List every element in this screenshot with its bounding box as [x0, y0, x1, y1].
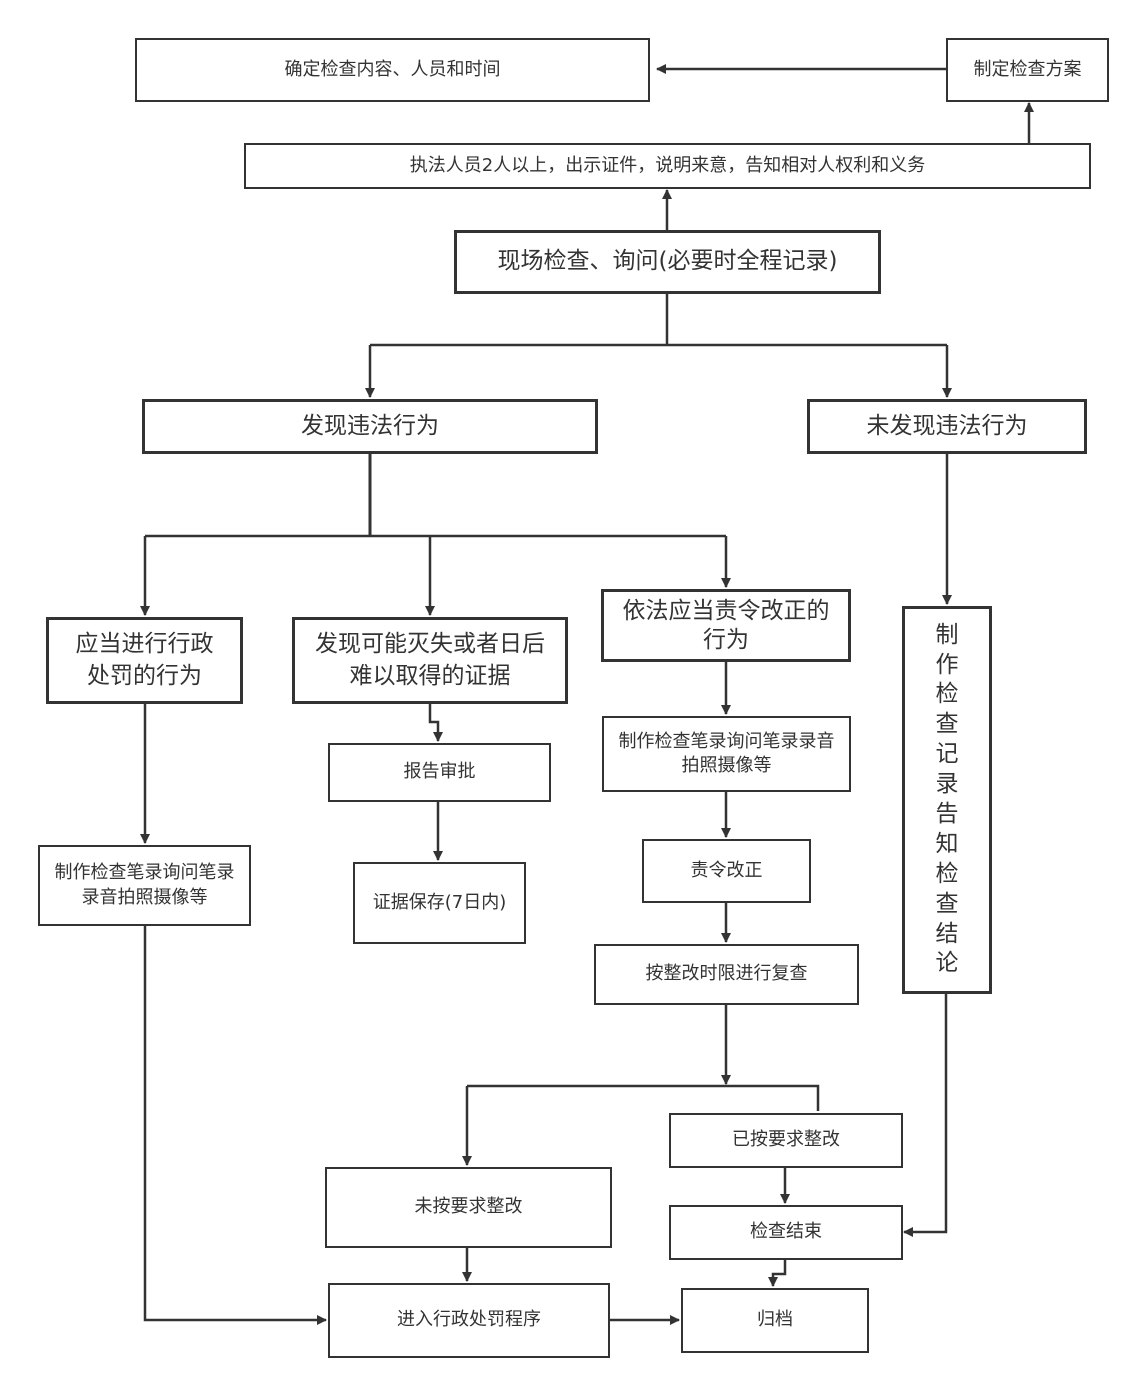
node-no-violation: 未发现违法行为 [807, 399, 1087, 454]
node-report-approval: 报告审批 [328, 743, 551, 802]
node-two-officers: 执法人员2人以上，出示证件，说明来意，告知相对人权利和义务 [244, 143, 1091, 189]
node-corrected: 已按要求整改 [669, 1113, 903, 1168]
arrow-record-to-penalty [143, 925, 327, 1325]
node-violation-found: 发现违法行为 [142, 399, 598, 454]
node-determine-content: 确定检查内容、人员和时间 [135, 38, 650, 102]
arrow-end-to-archive [768, 1259, 787, 1287]
node-record-left: 制作检查笔录询问笔录录音拍照摄像等 [38, 845, 251, 926]
line-recheck-horizontal [467, 1084, 820, 1111]
node-inspection-end: 检查结束 [669, 1205, 903, 1260]
node-make-plan: 制定检查方案 [946, 38, 1109, 102]
node-archive: 归档 [681, 1288, 869, 1353]
node-make-record-conclusion: 制作检查记录告知检查结论 [902, 606, 992, 994]
node-recheck: 按整改时限进行复查 [594, 944, 859, 1005]
node-onsite-inspection: 现场检查、询问(必要时全程记录) [454, 230, 881, 294]
node-penalty-procedure: 进入行政处罚程序 [328, 1283, 610, 1358]
arrow-conclusion-to-end [903, 993, 948, 1237]
node-record-middle: 制作检查笔录询问笔录录音拍照摄像等 [602, 716, 851, 792]
arrow-evidence-to-report [428, 703, 443, 742]
node-evidence-risk: 发现可能灭失或者日后难以取得的证据 [292, 617, 568, 704]
node-not-corrected: 未按要求整改 [325, 1167, 612, 1248]
node-should-correct: 依法应当责令改正的行为 [601, 589, 851, 662]
node-order-correction: 责令改正 [642, 839, 811, 903]
node-should-penalize: 应当进行行政处罚的行为 [46, 617, 243, 704]
node-evidence-preservation: 证据保存(7日内) [353, 862, 526, 944]
